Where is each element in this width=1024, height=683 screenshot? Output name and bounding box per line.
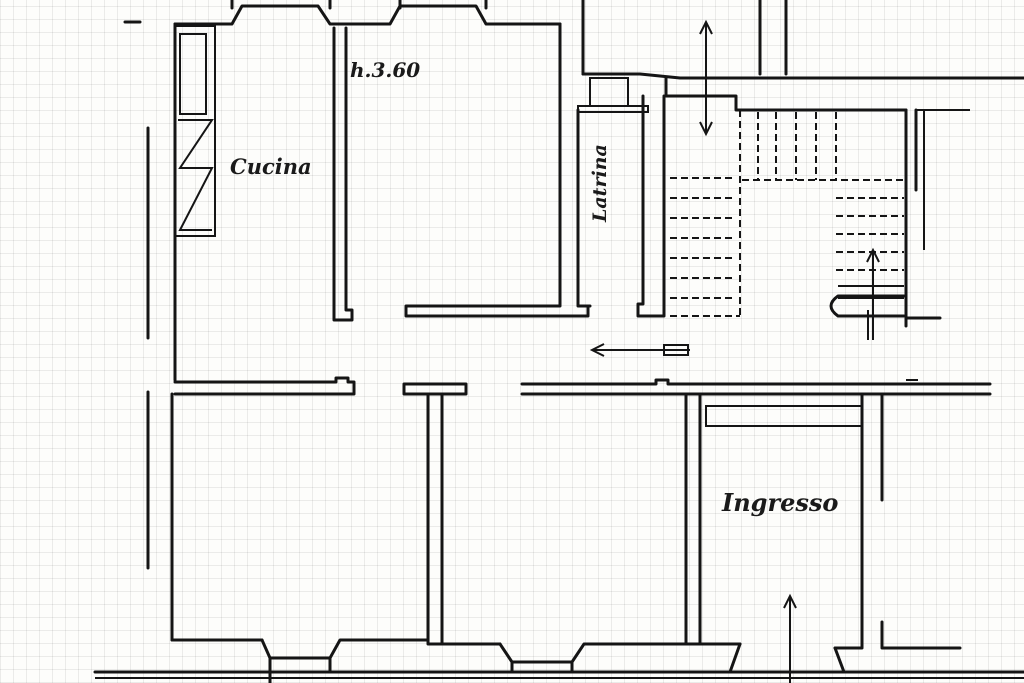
stairwell (664, 19, 970, 340)
lower-middle-room (440, 392, 702, 646)
corridor-arrow (589, 343, 690, 357)
toilet-room (576, 77, 666, 318)
top-wall-with-windows (173, 0, 1024, 80)
toilet-label: Latrina (589, 144, 611, 222)
exterior-left-wall (123, 20, 150, 570)
middle-wall (173, 376, 992, 396)
entrance-hall (698, 392, 962, 683)
ceiling-height-label: h.3.60 (350, 58, 421, 82)
kitchen-label: Cucina (230, 154, 312, 179)
partition-wall (426, 392, 444, 646)
kitchen-room (173, 22, 354, 382)
lower-left-room (170, 392, 264, 642)
exterior-bottom-wall (93, 670, 1024, 679)
bottom-window-bays (260, 638, 846, 683)
front-room (404, 22, 590, 318)
entrance-label: Ingresso (722, 488, 839, 517)
